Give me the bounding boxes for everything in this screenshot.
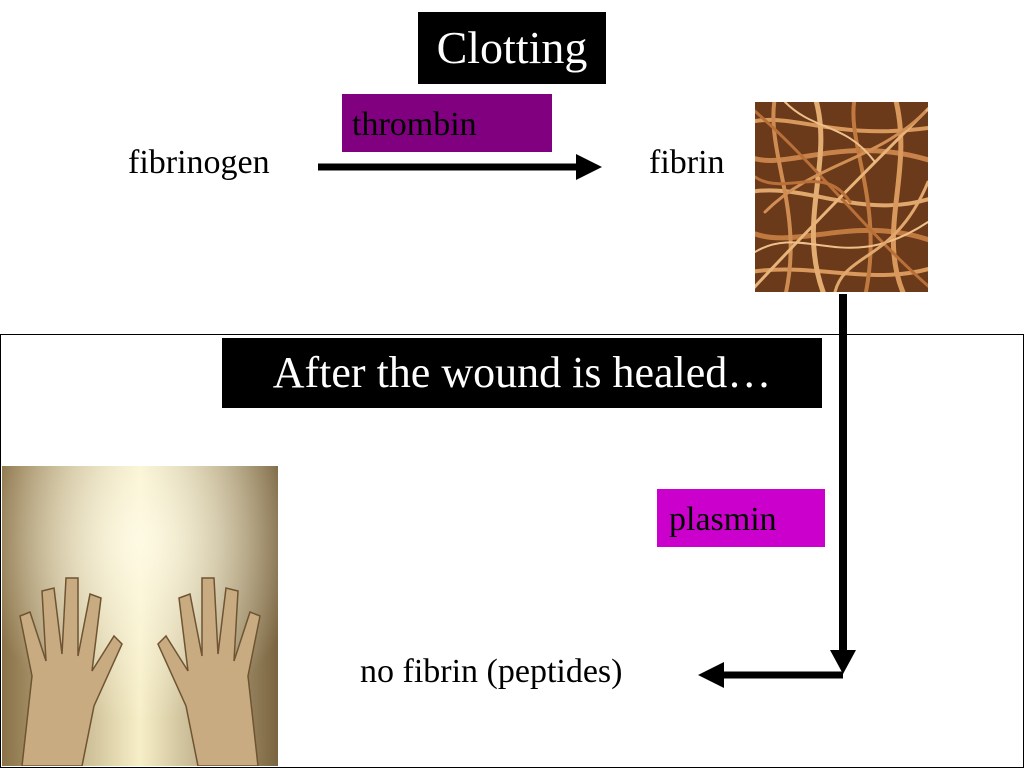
thrombin-reaction-arrow bbox=[318, 154, 602, 180]
fibrin-mesh-image bbox=[755, 102, 928, 292]
plasmin-label: plasmin bbox=[669, 501, 777, 538]
clotting-title: Clotting bbox=[418, 12, 606, 84]
healed-title: After the wound is healed… bbox=[222, 338, 822, 408]
fibrinogen-label: fibrinogen bbox=[128, 144, 270, 181]
fibrin-label: fibrin bbox=[649, 144, 725, 181]
plasmin-enzyme-box: plasmin bbox=[657, 489, 825, 547]
no-fibrin-label: no fibrin (peptides) bbox=[360, 653, 623, 690]
thrombin-enzyme-box: thrombin bbox=[342, 94, 552, 152]
thrombin-label: thrombin bbox=[352, 106, 477, 143]
raised-hands-image bbox=[2, 466, 278, 766]
